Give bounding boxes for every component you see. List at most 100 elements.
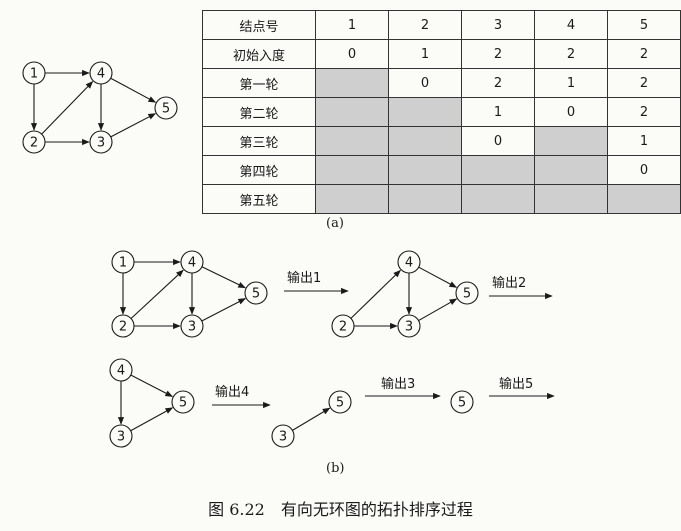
table-cell: 1 [461, 97, 535, 127]
node-label: 5 [252, 287, 260, 302]
header-cell-label: 结点号 [202, 10, 316, 40]
graph-g1: 1 2 3 4 5 [111, 250, 268, 338]
node-label: 4 [97, 67, 105, 82]
node-label: 2 [30, 136, 38, 151]
table-cell: 0 [461, 126, 535, 156]
edge-3-5 [292, 407, 331, 431]
node-2 [331, 314, 355, 338]
node-label: 5 [179, 396, 187, 411]
table-row: 第三轮 0 1 [202, 126, 681, 156]
table-cell: 2 [461, 39, 535, 69]
node-label: 2 [119, 320, 127, 335]
table-cell: 1 [607, 126, 681, 156]
edge-4-5 [110, 77, 157, 103]
node-label: 3 [405, 320, 413, 335]
node-label: 5 [463, 287, 471, 302]
node-label: 4 [188, 256, 196, 271]
table-cell: 2 [607, 68, 681, 98]
step-arrows-layer: 输出1 输出2 输出4 输出3 输出5 [212, 270, 555, 409]
graph-g4: 35 [271, 390, 352, 448]
table-cell [315, 155, 389, 185]
figure-caption: 图 6.22 有向无环图的拓扑排序过程 [208, 500, 473, 519]
node-2 [22, 130, 46, 154]
step-label: 输出2 [492, 275, 526, 291]
node-2 [111, 314, 135, 338]
table-cell: 0 [607, 155, 681, 185]
edge-4-5 [418, 266, 458, 288]
node-label: 3 [188, 320, 196, 335]
row-label: 第二轮 [202, 97, 316, 127]
node-5 [154, 96, 178, 120]
node-label: 3 [117, 430, 125, 445]
node-1 [22, 61, 46, 85]
label-b: (b) [326, 461, 345, 476]
node-label: 4 [405, 256, 413, 271]
node-3 [109, 424, 133, 448]
node-label: 5 [162, 102, 170, 117]
table-cell [388, 97, 462, 127]
edge-3-5 [110, 113, 157, 138]
header-cell-node-2: 2 [388, 10, 462, 40]
node-label: 5 [336, 396, 344, 411]
header-cell-node-1: 1 [315, 10, 389, 40]
node-4 [89, 61, 113, 85]
table-cell: 2 [461, 68, 535, 98]
table-cell [534, 126, 608, 156]
row-label: 第一轮 [202, 68, 316, 98]
table-cell: 2 [607, 97, 681, 127]
table-cell [388, 155, 462, 185]
step-label: 输出5 [499, 376, 533, 392]
table-cell [461, 155, 535, 185]
table-cell [315, 184, 389, 214]
table-cell [315, 97, 389, 127]
graph-g2: 2 3 4 5 [331, 250, 479, 338]
header-cell-node-4: 4 [534, 10, 608, 40]
table-cell: 0 [388, 68, 462, 98]
node-5 [450, 390, 474, 414]
step-label: 输出3 [381, 376, 415, 392]
edge-2-4 [130, 269, 184, 319]
table-cell: 2 [534, 39, 608, 69]
step-label: 输出4 [215, 384, 249, 400]
edge-2-4 [41, 81, 94, 135]
node-3 [271, 424, 295, 448]
node-5 [455, 281, 479, 305]
edge-2-4 [350, 269, 401, 319]
node-3 [180, 314, 204, 338]
edge-4-5 [201, 266, 246, 289]
node-3 [89, 130, 113, 154]
table-cell: 1 [534, 68, 608, 98]
header-cell-node-5: 5 [607, 10, 681, 40]
node-label: 5 [458, 396, 466, 411]
table-cell [607, 184, 681, 214]
edge-3-5 [418, 298, 458, 322]
node-4 [109, 358, 133, 382]
table-cell [534, 184, 608, 214]
table-cell [315, 68, 389, 98]
node-label: 4 [117, 364, 125, 379]
node-label: 1 [119, 256, 127, 271]
node-3 [397, 314, 421, 338]
edge-3-5 [201, 298, 247, 322]
node-label: 3 [279, 430, 287, 445]
edge-4-5 [130, 374, 174, 397]
table-cell [461, 184, 535, 214]
step-label: 输出1 [287, 270, 321, 286]
node-label: 2 [339, 320, 347, 335]
table-cell: 0 [315, 39, 389, 69]
node-label: 1 [30, 67, 38, 82]
table-cell [388, 184, 462, 214]
table-cell: 0 [534, 97, 608, 127]
node-5 [328, 390, 352, 414]
node-1 [111, 250, 135, 274]
row-label: 第三轮 [202, 126, 316, 156]
node-5 [244, 281, 268, 305]
label-a: (a) [326, 216, 344, 231]
table-row: 第五轮 [202, 184, 681, 214]
